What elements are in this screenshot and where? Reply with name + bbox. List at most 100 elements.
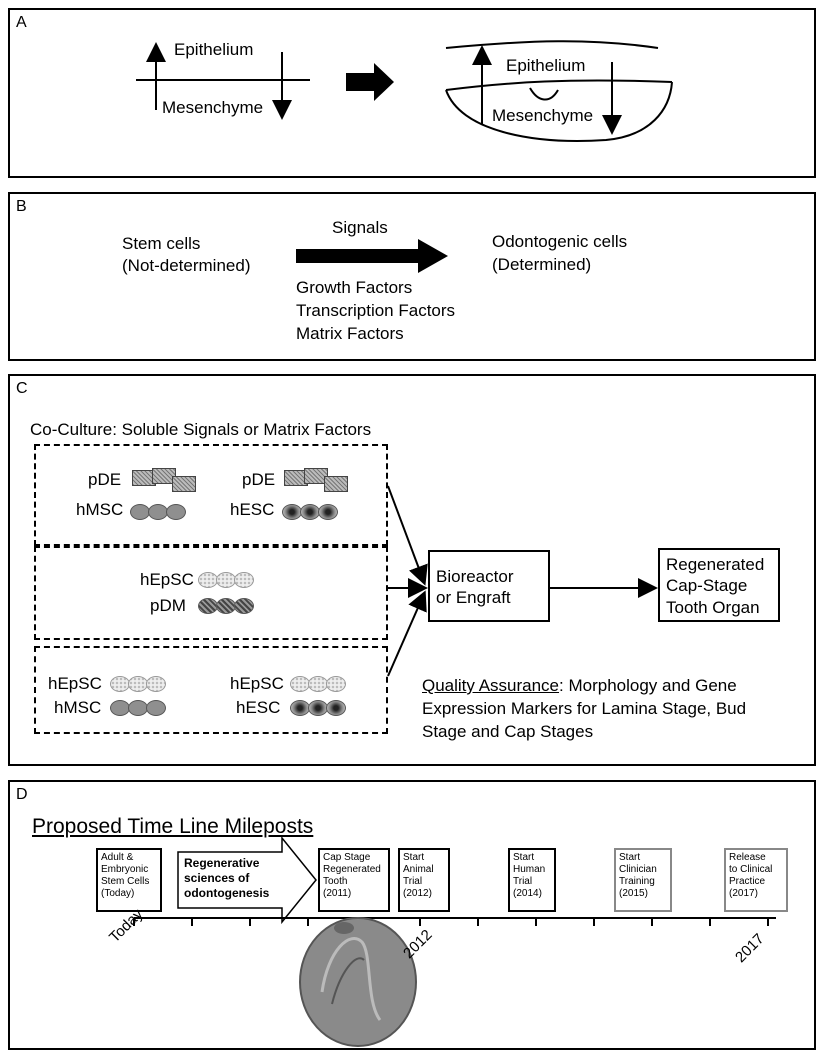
panel-b-label: B	[16, 198, 27, 215]
milestone-2015-line-1: Start	[619, 852, 641, 863]
hmsc-cells-1	[130, 504, 186, 520]
pdm-label: pDM	[150, 596, 186, 615]
tooth-organ-image	[299, 917, 417, 1047]
bioreactor-line-2: or Engraft	[436, 588, 511, 608]
regenerative-sciences-text: Regenerative sciences of odontogenesis	[184, 856, 269, 901]
co-culture-group-1: pDE hMSC pDE hESC	[34, 444, 388, 546]
milestone-2014-line-1: Start	[513, 852, 535, 863]
pde-blocks-1	[132, 468, 202, 496]
regenerated-line-1: Regenerated	[666, 555, 765, 574]
co-culture-title: Co-Culture: Soluble Signals or Matrix Fa…	[30, 420, 372, 439]
regenerated-line-3: Tooth Organ	[666, 597, 760, 617]
panel-a-drawing	[136, 40, 673, 142]
hesc-cells-1	[282, 504, 338, 520]
milestone-2014-line-3: Trial	[513, 876, 533, 887]
milestone-2017-line-1: Release	[729, 852, 766, 863]
pde-blocks-2	[284, 468, 354, 496]
arrow-text-line-2: sciences of	[184, 871, 250, 885]
panel-c: C Co-Culture: Soluble Signals or Matrix …	[8, 374, 816, 766]
milestone-box-today: Adult & Embryonic Stem Cells (Today)	[96, 848, 162, 912]
panel-a-label: A	[16, 14, 27, 31]
mesenchyme-label-right: Mesenchyme	[492, 106, 594, 125]
hesc-label-1: hESC	[230, 500, 275, 519]
growth-factors-label: Growth Factors	[296, 278, 413, 297]
bud-dip	[529, 87, 559, 101]
milestone-2014-line-4: (2014)	[513, 888, 542, 899]
epithelium-label: Epithelium	[174, 40, 254, 59]
milestone-2012-line-2: Animal	[403, 864, 434, 875]
big-right-arrow	[346, 63, 394, 101]
panel-c-arrows	[387, 485, 658, 677]
panel-d: D Proposed Time Line Mileposts Adult & E…	[8, 780, 816, 1050]
milestone-2012-line-3: Trial	[403, 876, 423, 887]
milestone-2011-line-4: (2011)	[323, 888, 352, 899]
panel-a: A Epithelium Mesenchyme Epithelium Mesen…	[8, 8, 816, 178]
milestone-today-line-4: (Today)	[101, 888, 135, 899]
interface-curve	[445, 79, 673, 91]
hepsc-cells-3	[290, 676, 346, 692]
transcription-factors-label: Transcription Factors	[296, 301, 456, 320]
hmsc-label-2: hMSC	[54, 698, 102, 717]
hepsc-label-1: hEpSC	[140, 570, 194, 589]
quality-assurance-label: Quality Assurance	[422, 676, 560, 695]
mesenchyme-curve	[445, 81, 673, 142]
panel-d-label: D	[16, 786, 28, 803]
milestone-today-line-1: Adult &	[101, 852, 134, 863]
regenerated-line-2: Cap-Stage	[666, 576, 748, 596]
panel-c-label: C	[16, 380, 28, 397]
timeline-title: Proposed Time Line Mileposts	[32, 815, 314, 838]
stem-cells-label: Stem cells	[122, 234, 201, 253]
arrow-text-line-3: odontogenesis	[184, 886, 270, 900]
hesc-label-2: hESC	[236, 698, 281, 717]
determined-label: (Determined)	[492, 255, 592, 274]
regenerated-tooth-box: Regenerated Cap-Stage Tooth Organ	[658, 548, 780, 622]
quality-assurance-text: Quality Assurance: Morphology and Gene E…	[422, 674, 746, 743]
pde-label-2: pDE	[242, 470, 276, 489]
milestone-2014-line-2: Human	[513, 864, 546, 875]
bioreactor-line-1: Bioreactor	[436, 567, 514, 586]
hesc-cells-2	[290, 700, 346, 716]
co-culture-group-2: hEpSC pDM	[34, 546, 388, 640]
panel-b: B Stem cells (Not-determined) Signals Gr…	[8, 192, 816, 361]
hepsc-cells-2	[110, 676, 166, 692]
milestone-2011-line-1: Cap Stage	[323, 852, 371, 863]
signals-label: Signals	[332, 218, 388, 237]
odontogenic-cells-label: Odontogenic cells	[492, 232, 628, 251]
epithelium-top-curve	[445, 40, 659, 49]
timeline-axis	[133, 917, 776, 1047]
milestone-box-2012: Start Animal Trial (2012)	[398, 848, 450, 912]
milestone-box-2011: Cap Stage Regenerated Tooth (2011)	[318, 848, 390, 912]
arrow-text-line-1: Regenerative	[184, 856, 260, 870]
bioreactor-box: Bioreactor or Engraft	[428, 550, 550, 622]
milestone-2015-line-2: Clinician	[619, 864, 657, 875]
milestone-today-line-3: Stem Cells	[101, 876, 150, 887]
milestone-box-2014: Start Human Trial (2014)	[508, 848, 556, 912]
pde-label-1: pDE	[88, 470, 122, 489]
milestone-2017-line-4: (2017)	[729, 888, 758, 899]
hepsc-cells-1	[198, 572, 254, 588]
co-culture-group-3: hEpSC hMSC hEpSC hESC	[34, 646, 388, 734]
milestone-2017-line-2: to Clinical	[729, 864, 773, 875]
milestone-box-2015: Start Clinician Training (2015)	[614, 848, 672, 912]
milestone-2012-line-1: Start	[403, 852, 425, 863]
milestone-2011-line-3: Tooth	[323, 876, 348, 887]
milestone-2012-line-4: (2012)	[403, 888, 432, 899]
milestone-box-2017: Release to Clinical Practice (2017)	[724, 848, 788, 912]
qa-text-3: Stage and Cap Stages	[422, 722, 594, 741]
hmsc-cells-2	[110, 700, 166, 716]
hmsc-label-1: hMSC	[76, 500, 124, 519]
milestone-2011-line-2: Regenerated	[323, 864, 381, 875]
epithelium-label-right: Epithelium	[506, 56, 586, 75]
qa-text-1: : Morphology and Gene	[559, 676, 737, 695]
pdm-cells	[198, 598, 254, 614]
regenerative-sciences-arrow	[177, 835, 317, 925]
milestone-2015-line-3: Training	[619, 876, 655, 887]
signals-arrow	[296, 239, 448, 273]
milestone-today-line-2: Embryonic	[101, 864, 149, 875]
qa-text-2: Expression Markers for Lamina Stage, Bud	[422, 699, 747, 718]
matrix-factors-label: Matrix Factors	[296, 324, 404, 343]
mesenchyme-label: Mesenchyme	[162, 98, 264, 117]
hepsc-label-2: hEpSC	[48, 674, 102, 693]
not-determined-label: (Not-determined)	[122, 256, 251, 275]
milestone-2017-line-3: Practice	[729, 876, 766, 887]
